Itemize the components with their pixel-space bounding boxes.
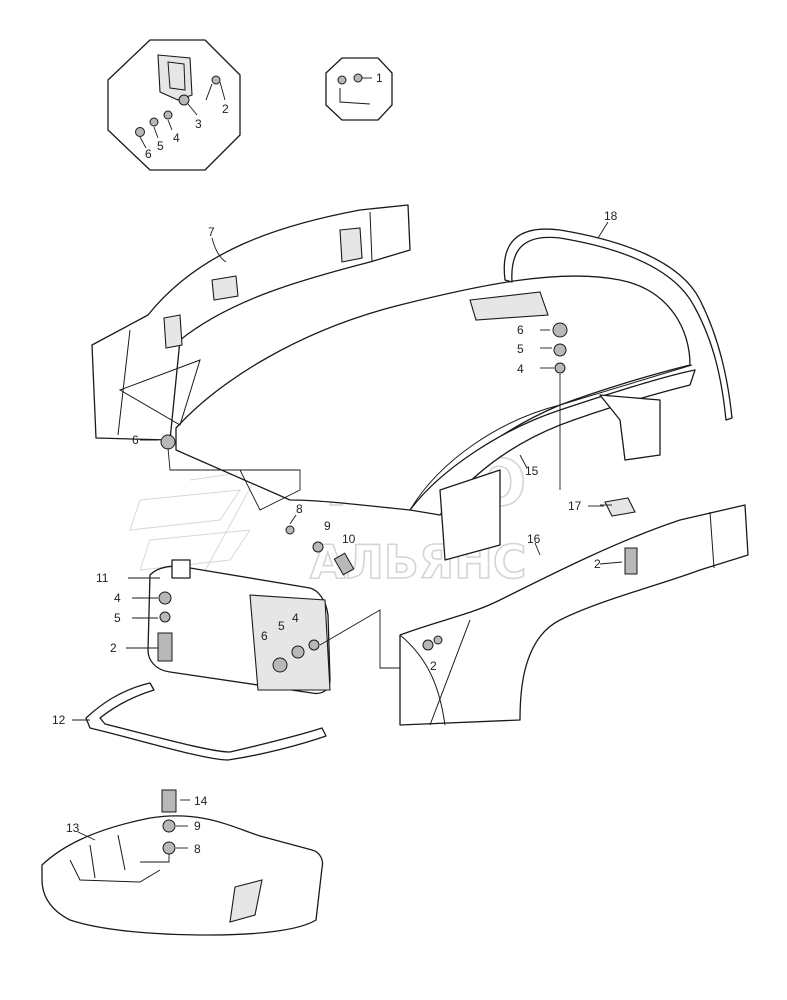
callout-2-right: 2 — [594, 557, 601, 571]
callout-11: 11 — [96, 571, 109, 585]
part-17-clip — [600, 497, 636, 517]
callout-2-fender: 2 — [430, 659, 437, 673]
lamp-housing — [147, 559, 331, 695]
callout-5-lamp-side: 5 — [278, 619, 285, 633]
callout-4-lamp-side: 4 — [292, 611, 299, 625]
callout-labels: 1 2 3 4 5 6 7 18 6 5 4 6 15 17 16 2 8 9 … — [52, 71, 618, 856]
part-15-side-rail — [409, 369, 696, 561]
callout-4-lamp: 4 — [114, 591, 121, 605]
callout-8-lower: 8 — [194, 842, 201, 856]
callout-17: 17 — [568, 499, 582, 513]
callout-8-center: 8 — [296, 502, 303, 516]
part-18-trim-strip — [503, 228, 733, 421]
fastener-stack-lower — [140, 789, 190, 863]
fastener-stack-lamp — [126, 577, 173, 662]
callout-1: 1 — [376, 71, 383, 85]
callout-16: 16 — [527, 532, 541, 546]
fastener-group-lamp-side — [272, 609, 400, 673]
callout-7: 7 — [208, 225, 215, 239]
callout-9-center: 9 — [324, 519, 331, 533]
callout-6-left: 6 — [132, 433, 139, 447]
inset-clip-detail — [325, 57, 393, 121]
part-12-bent-rail — [85, 682, 327, 761]
callout-9-lower: 9 — [194, 819, 201, 833]
callout-10: 10 — [342, 532, 356, 546]
part-7-upper-panel — [91, 204, 411, 441]
callout-5-stack: 5 — [517, 342, 524, 356]
watermark-logo — [129, 469, 261, 581]
fastener-stack-right — [540, 322, 638, 575]
callout-6-lamp-side: 6 — [261, 629, 268, 643]
callout-5-lamp: 5 — [114, 611, 121, 625]
callout-6-inset: 6 — [145, 147, 152, 161]
callout-3-inset: 3 — [195, 117, 202, 131]
callout-15: 15 — [525, 464, 539, 478]
callout-13: 13 — [66, 821, 80, 835]
callout-2-lamp: 2 — [110, 641, 117, 655]
callout-12: 12 — [52, 713, 66, 727]
callout-5-inset: 5 — [157, 139, 164, 153]
callout-14: 14 — [194, 794, 208, 808]
fastener-group-center — [285, 514, 355, 576]
leader-lines — [72, 221, 623, 841]
callout-2-inset: 2 — [222, 102, 229, 116]
callout-4-stack: 4 — [517, 362, 524, 376]
callout-18: 18 — [604, 209, 618, 223]
callout-6-stack: 6 — [517, 323, 524, 337]
fastener-fender — [422, 635, 443, 651]
part-13-lower-panel — [41, 815, 324, 936]
fastener-left-top — [140, 434, 301, 511]
part-16-fender — [399, 504, 749, 726]
callout-4-inset: 4 — [173, 131, 180, 145]
inset-bracket-detail — [107, 39, 241, 171]
